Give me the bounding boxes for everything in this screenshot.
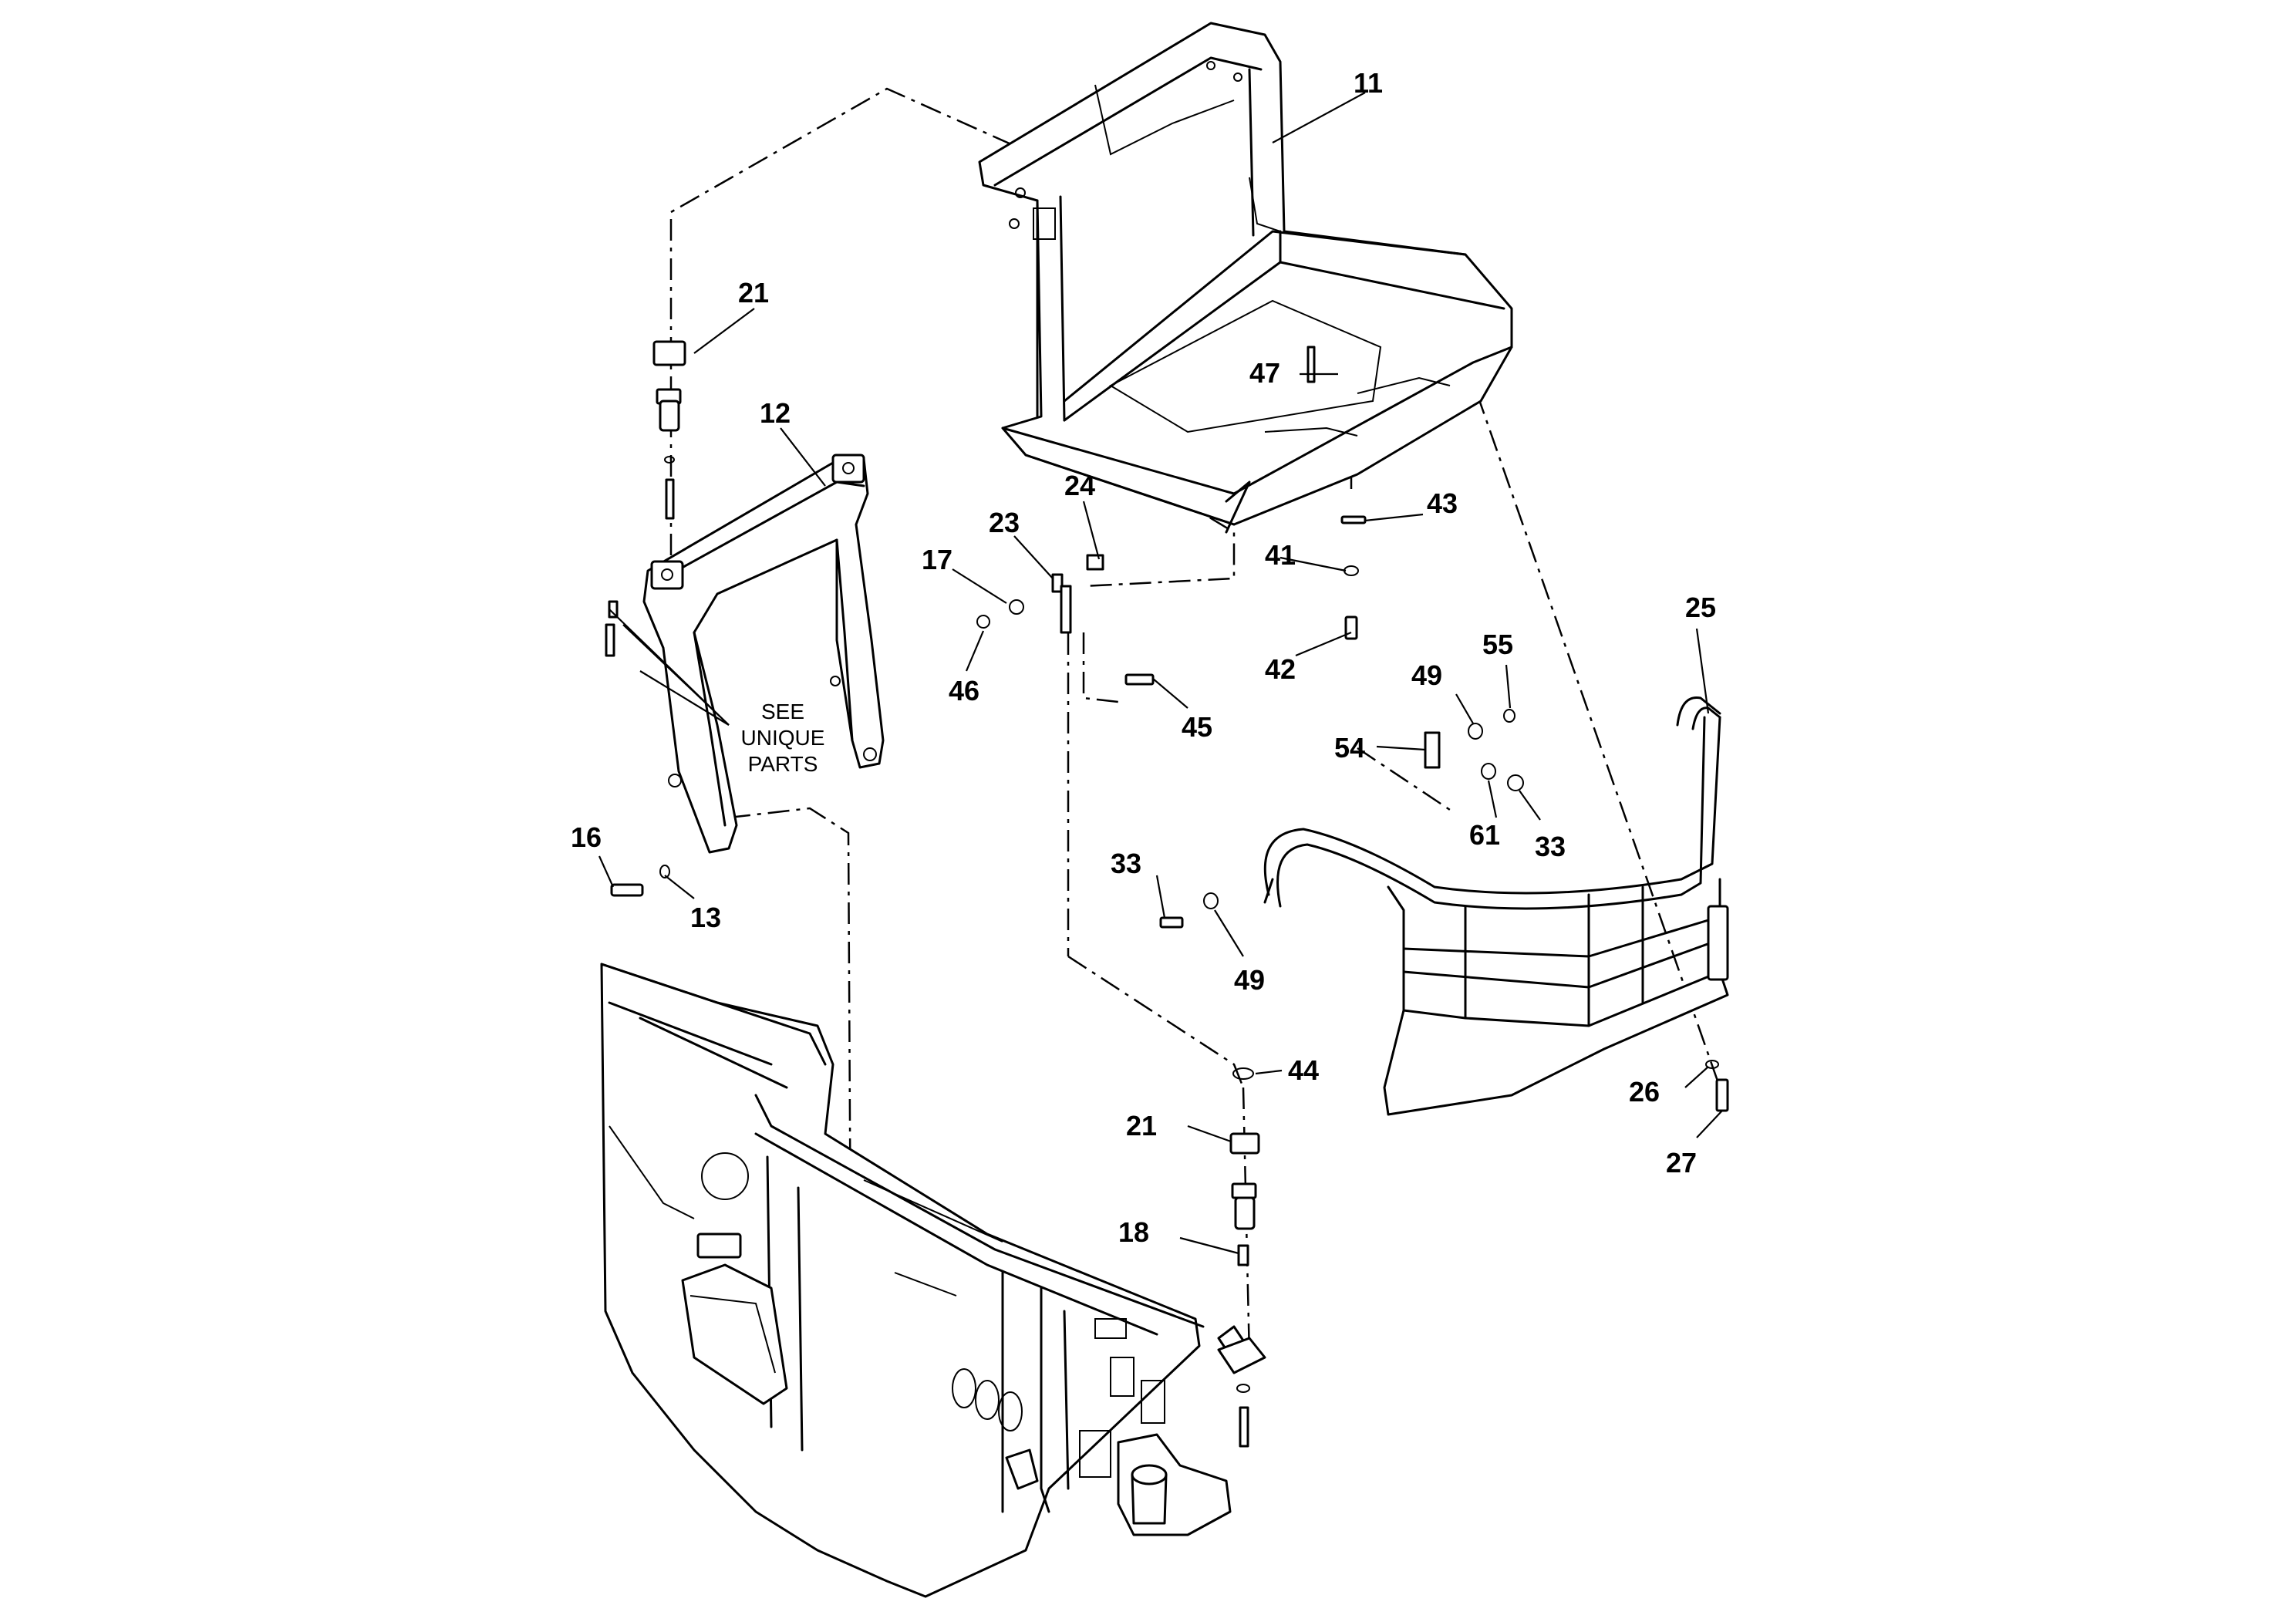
- callout-21-lower: 21: [1126, 1110, 1157, 1141]
- grab-rail: [1263, 696, 1729, 1116]
- see-unique-parts-note: SEE UNIQUE PARTS: [741, 700, 825, 776]
- note-line-1: SEE: [761, 700, 804, 723]
- callout-13: 13: [690, 902, 721, 933]
- callout-33-right: 33: [1535, 831, 1566, 862]
- callout-42: 42: [1265, 653, 1296, 685]
- callout-54: 54: [1334, 732, 1365, 764]
- callout-41: 41: [1265, 539, 1296, 571]
- leader-lines: [598, 92, 1723, 1255]
- callout-16: 16: [571, 821, 602, 853]
- callout-24: 24: [1064, 470, 1095, 501]
- callout-43: 43: [1427, 487, 1458, 519]
- callout-26: 26: [1629, 1076, 1660, 1108]
- callout-49-lower: 49: [1234, 964, 1265, 996]
- machine-frame: [600, 963, 1251, 1598]
- callout-27: 27: [1666, 1147, 1697, 1179]
- callout-17: 17: [922, 544, 952, 575]
- callout-33-left: 33: [1111, 848, 1141, 879]
- note-line-3: PARTS: [748, 752, 818, 776]
- callout-45: 45: [1182, 711, 1212, 743]
- seat-support-bracket: [642, 454, 885, 854]
- note-line-2: UNIQUE: [741, 726, 825, 750]
- seat-platform-frame: [978, 22, 1513, 534]
- callout-labels: 11 21 12 47 24 23 17 46 45 43 41 42 25 5…: [571, 67, 1716, 1248]
- callout-12: 12: [760, 397, 791, 429]
- callout-47: 47: [1249, 357, 1280, 389]
- callout-11: 11: [1354, 67, 1383, 99]
- hardware: [605, 340, 1729, 1448]
- callout-25: 25: [1685, 592, 1716, 623]
- callout-44: 44: [1288, 1054, 1319, 1086]
- callout-23: 23: [989, 507, 1020, 538]
- callout-61: 61: [1469, 819, 1500, 851]
- callout-55: 55: [1482, 629, 1513, 660]
- callout-46: 46: [949, 675, 979, 706]
- callout-18: 18: [1118, 1216, 1149, 1248]
- callout-49-upper: 49: [1411, 659, 1442, 691]
- callout-21-upper: 21: [738, 277, 769, 309]
